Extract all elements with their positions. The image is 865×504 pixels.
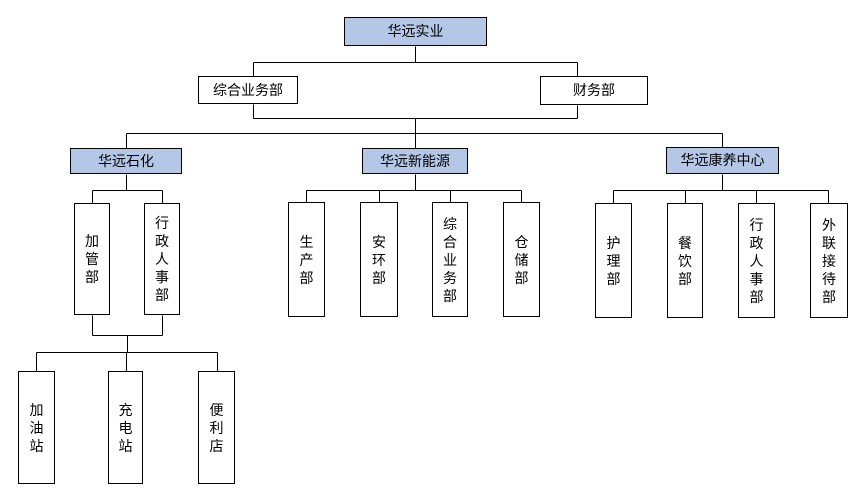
node-label: 行政人事部 bbox=[749, 216, 764, 305]
node-label: 华远新能源 bbox=[380, 152, 450, 169]
node-comprehensive-business-dept: 综合业务部 bbox=[198, 76, 298, 104]
node-production-dept: 生产部 bbox=[288, 202, 325, 317]
node-label: 便利店 bbox=[209, 401, 224, 454]
node-label: 综合业务部 bbox=[213, 81, 283, 98]
node-huayuan-industry: 华远实业 bbox=[344, 17, 487, 46]
node-label: 行政人事部 bbox=[155, 215, 169, 303]
node-safety-environment-dept: 安环部 bbox=[360, 202, 398, 317]
node-label: 综合业务部 bbox=[443, 215, 457, 304]
node-label: 外联接待部 bbox=[822, 216, 836, 305]
node-comprehensive-business-dept-new-energy: 综合业务部 bbox=[432, 202, 468, 317]
node-label: 华远实业 bbox=[387, 23, 444, 40]
node-nursing-dept: 护理部 bbox=[595, 203, 632, 318]
node-label: 餐饮部 bbox=[678, 234, 692, 287]
node-label: 充电站 bbox=[118, 401, 133, 454]
node-catering-dept: 餐饮部 bbox=[667, 203, 703, 318]
node-label: 护理部 bbox=[606, 234, 621, 287]
node-label: 加油站 bbox=[29, 401, 44, 454]
node-convenience-store: 便利店 bbox=[198, 371, 235, 484]
node-finance-dept: 财务部 bbox=[540, 76, 648, 105]
node-huayuan-new-energy: 华远新能源 bbox=[362, 148, 468, 174]
node-label: 安环部 bbox=[372, 233, 386, 286]
node-label: 生产部 bbox=[299, 233, 314, 286]
node-label: 加管部 bbox=[85, 233, 99, 285]
node-huayuan-wellness-center: 华远康养中心 bbox=[666, 147, 779, 174]
node-gas-station: 加油站 bbox=[18, 371, 55, 484]
node-admin-hr-dept-petrochemical: 行政人事部 bbox=[144, 203, 180, 315]
node-gas-management-dept: 加管部 bbox=[74, 203, 110, 315]
node-huayuan-petrochemical: 华远石化 bbox=[70, 148, 182, 174]
node-external-liaison-reception-dept: 外联接待部 bbox=[810, 203, 848, 318]
node-label: 财务部 bbox=[573, 82, 615, 99]
node-admin-hr-dept-wellness: 行政人事部 bbox=[738, 203, 775, 318]
node-label: 华远康养中心 bbox=[680, 152, 765, 169]
node-label: 仓储部 bbox=[514, 233, 529, 286]
node-label: 华远石化 bbox=[98, 152, 154, 169]
node-charging-station: 充电站 bbox=[108, 371, 143, 484]
node-warehousing-dept: 仓储部 bbox=[503, 202, 540, 317]
